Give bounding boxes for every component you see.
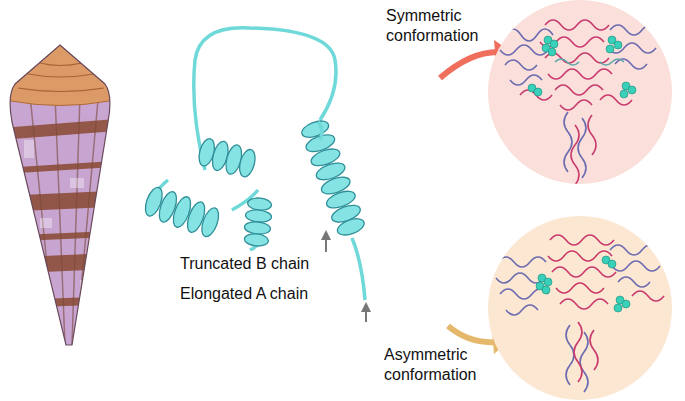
- text-label: Truncated B chain: [180, 254, 322, 274]
- text-label: Asymmetric conformation: [384, 345, 496, 385]
- text-label: Symmetric conformation: [386, 6, 498, 46]
- symmetric-structure: [488, 0, 672, 185]
- asymmetric-structure: [488, 216, 672, 400]
- text-label: Elongated A chain: [180, 284, 322, 304]
- insulin-ribbon: [142, 28, 368, 300]
- pointer-arrow: [321, 230, 371, 322]
- cone-shell: [0, 40, 130, 360]
